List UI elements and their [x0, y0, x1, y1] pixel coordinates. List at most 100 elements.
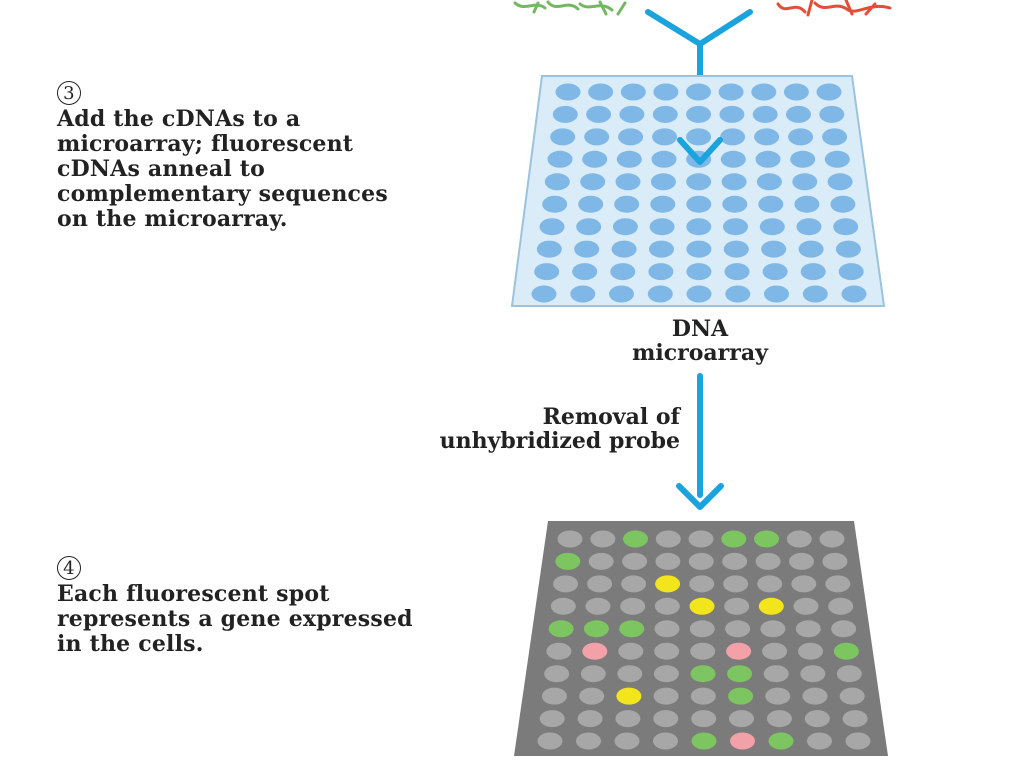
blue-spot [652, 105, 678, 123]
gray-spot [765, 687, 791, 705]
gray-spot [762, 642, 788, 660]
blue-spot [783, 83, 809, 101]
blue-spot [651, 150, 677, 168]
blue-spot [802, 285, 828, 303]
gray-spot [689, 620, 715, 638]
blue-spot [578, 195, 604, 213]
gray-spot [724, 597, 750, 615]
blue-spot [755, 150, 781, 168]
blue-spot [686, 195, 712, 213]
blue-spot [615, 173, 641, 191]
blue-spot [796, 218, 822, 236]
gray-spot [845, 732, 871, 750]
gray-spot [795, 620, 821, 638]
gray-spot [722, 552, 748, 570]
gray-spot [789, 552, 814, 570]
blue-spot [759, 218, 785, 236]
red-cdna-strands [776, 0, 892, 17]
blue-spot [686, 83, 711, 101]
gray-spot [791, 575, 817, 593]
blue-spot [686, 218, 712, 236]
gray-spot [690, 687, 716, 705]
step-4-number: 4 [57, 556, 81, 580]
green-cdna-strand [532, 0, 627, 16]
gray-spot [757, 575, 783, 593]
gray-spot [617, 665, 643, 683]
gray-spot [786, 530, 812, 548]
blue-spot [800, 263, 826, 281]
blue-spot [586, 105, 612, 123]
blue-spot [547, 150, 573, 168]
blue-spot [792, 173, 818, 191]
gray-spot [655, 530, 681, 548]
green-spot [728, 687, 754, 705]
pink-spot [730, 732, 755, 750]
yellow-spot [616, 687, 642, 705]
gray-spot [766, 710, 792, 728]
blue-spot [653, 83, 679, 101]
gray-spot [819, 530, 845, 548]
blue-spot [544, 173, 570, 191]
gray-spot [539, 710, 565, 728]
blue-spot [718, 83, 744, 101]
pink-spot [582, 642, 608, 660]
blue-spot [555, 83, 581, 101]
gray-spot [579, 687, 605, 705]
gray-spot [590, 530, 616, 548]
blue-spot [576, 218, 602, 236]
gray-spot [615, 710, 641, 728]
gray-spot [798, 642, 823, 660]
gray-spot [802, 687, 828, 705]
gray-spot [585, 597, 611, 615]
merge-arrow-branches [645, 9, 753, 48]
step-3-line: cDNAs anneal to [57, 156, 266, 182]
blue-spot [686, 128, 712, 146]
gray-spot [842, 710, 868, 728]
blue-spot [833, 218, 859, 236]
blue-spot [754, 128, 780, 146]
blue-spot [552, 105, 578, 123]
gray-spot [653, 710, 679, 728]
gray-spot [588, 552, 614, 570]
gray-spot [763, 665, 789, 683]
gray-spot [544, 665, 570, 683]
green-spot [555, 552, 581, 570]
blue-spot [620, 83, 646, 101]
gray-spot [576, 732, 601, 750]
gray-spot [541, 687, 567, 705]
blue-spot [822, 128, 848, 146]
gray-spot [822, 552, 848, 570]
dna-microarray-label: DNA microarray [600, 317, 800, 365]
green-spot [623, 530, 648, 548]
gray-spot [729, 710, 754, 728]
blue-spot [614, 195, 640, 213]
gray-spot [755, 552, 781, 570]
gray-spot [807, 732, 832, 750]
blue-spot [725, 285, 751, 303]
step-4-text: 4 Each fluorescent spot represents a gen… [57, 555, 497, 657]
gray-spot [688, 530, 714, 548]
green-spot [754, 530, 779, 548]
removal-label-line: Removal of [542, 404, 680, 430]
blue-spot [824, 150, 850, 168]
gray-spot [537, 732, 563, 750]
gray-spot [723, 575, 749, 593]
blue-spot [572, 263, 598, 281]
blue-spot [686, 173, 712, 191]
blue-spot [534, 263, 560, 281]
blue-spot [650, 195, 676, 213]
gray-spot [828, 597, 854, 615]
step-4-line: represents a gene expressed [57, 606, 413, 632]
removal-label: Removal of unhybridized probe [350, 405, 680, 453]
blue-spot [580, 173, 606, 191]
blue-spot [788, 128, 814, 146]
blue-spot [719, 105, 745, 123]
blue-spot [758, 195, 784, 213]
gray-spot [831, 620, 857, 638]
blue-spot [722, 195, 748, 213]
gray-spot [577, 710, 603, 728]
blue-spot [816, 83, 842, 101]
green-cdna-strand [513, 0, 614, 12]
gray-spot [653, 687, 679, 705]
blue-spot [649, 240, 674, 258]
